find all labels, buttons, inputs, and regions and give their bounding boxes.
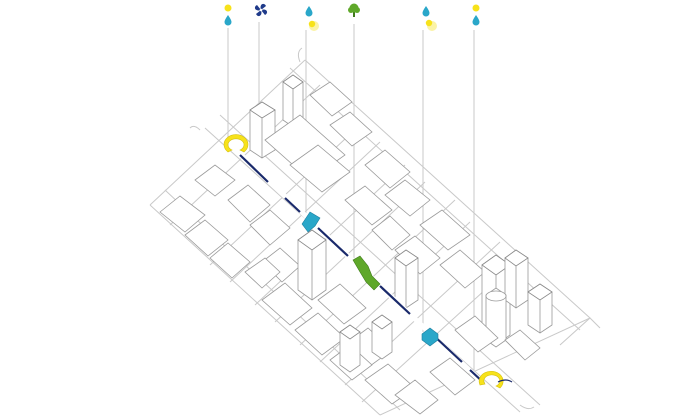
marker-blue-pavilion bbox=[421, 327, 439, 347]
legend-item-1 bbox=[224, 4, 232, 26]
buildings bbox=[159, 74, 553, 415]
water-drop-icon bbox=[305, 6, 313, 17]
sun-icon bbox=[472, 4, 480, 12]
tree-icon bbox=[348, 3, 360, 17]
marker-yellow-ring-2 bbox=[478, 370, 513, 389]
water-drop-icon bbox=[422, 6, 430, 17]
sun-halo-icon bbox=[308, 20, 319, 31]
legend-item-4 bbox=[348, 3, 360, 17]
marker-yellow-ring-1 bbox=[223, 134, 249, 153]
water-drop-icon bbox=[224, 15, 232, 26]
marker-green-band bbox=[352, 255, 381, 291]
legend-item-3 bbox=[305, 6, 319, 31]
wind-fan-icon bbox=[254, 3, 268, 17]
legend bbox=[224, 3, 480, 31]
legend-item-2 bbox=[254, 3, 268, 17]
markers bbox=[223, 134, 513, 389]
legend-item-6 bbox=[472, 4, 480, 26]
sun-halo-icon bbox=[425, 19, 437, 31]
marker-blue-canopy bbox=[301, 211, 321, 233]
sun-icon bbox=[224, 4, 232, 12]
water-drop-icon bbox=[472, 15, 480, 26]
legend-item-5 bbox=[422, 6, 437, 31]
